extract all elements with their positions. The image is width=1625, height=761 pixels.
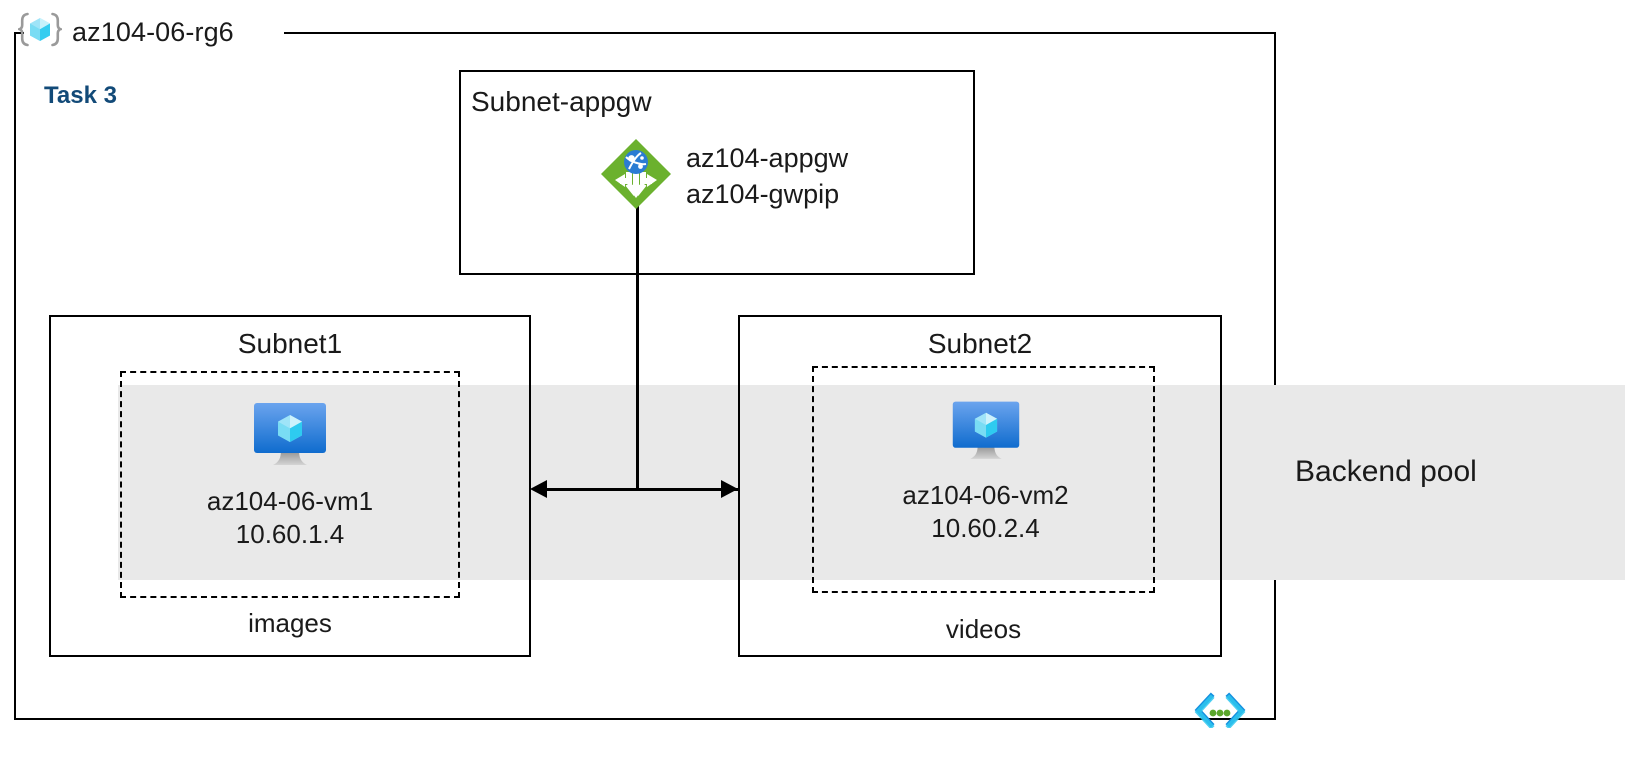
appgw-to-backend-connector	[636, 200, 639, 490]
vm1-block: az104-06-vm1 10.60.1.4	[150, 400, 430, 552]
appgw-resource-name: az104-appgw	[686, 143, 849, 174]
vm2-ip: 10.60.2.4	[931, 513, 1040, 544]
application-gateway-group: az104-appgw az104-gwpip	[598, 136, 848, 217]
subnet2-dashed-boundary	[812, 366, 1155, 593]
vm1-ip: 10.60.1.4	[235, 519, 345, 550]
backend-pool-label: Backend pool	[1295, 455, 1477, 488]
connector-arrowhead-left	[530, 480, 547, 498]
virtual-machine-icon	[251, 403, 329, 478]
subnet1-subnet2-connector	[536, 488, 738, 491]
subnet1-dashed-boundary	[120, 371, 460, 598]
connector-arrowhead-right	[721, 480, 738, 498]
vm1-labels: az104-06-vm1 10.60.1.4	[150, 485, 430, 552]
code-brackets-icon	[1194, 692, 1246, 733]
vm1-name: az104-06-vm1	[206, 486, 374, 516]
appgw-public-ip-name: az104-gwpip	[686, 178, 840, 209]
task-label: Task 3	[44, 82, 117, 109]
backend-pool-band	[118, 385, 1625, 580]
subnet2-title: Subnet2	[927, 328, 1033, 359]
subnet2-box	[738, 315, 1222, 657]
resource-group-header: az104-06-rg6	[15, 6, 234, 58]
resource-group-boundary	[14, 32, 1276, 720]
vm2-block: az104-06-vm2 10.60.2.4	[848, 398, 1123, 546]
application-gateway-icon	[598, 136, 674, 217]
subnet-appgw-box	[459, 70, 975, 275]
resource-group-cube-icon	[15, 11, 65, 54]
subnet1-caption: images	[248, 608, 332, 638]
subnet-appgw-title: Subnet-appgw	[471, 86, 652, 117]
virtual-machine-icon	[950, 401, 1022, 472]
subnet2-caption: videos	[945, 614, 1022, 644]
resource-group-header-notch	[24, 18, 284, 48]
vm2-name: az104-06-vm2	[902, 480, 1069, 510]
vm2-labels: az104-06-vm2 10.60.2.4	[848, 479, 1123, 546]
application-gateway-labels: az104-appgw az104-gwpip	[686, 141, 848, 211]
subnet1-title: Subnet1	[237, 328, 343, 359]
resource-group-label: az104-06-rg6	[72, 16, 234, 47]
